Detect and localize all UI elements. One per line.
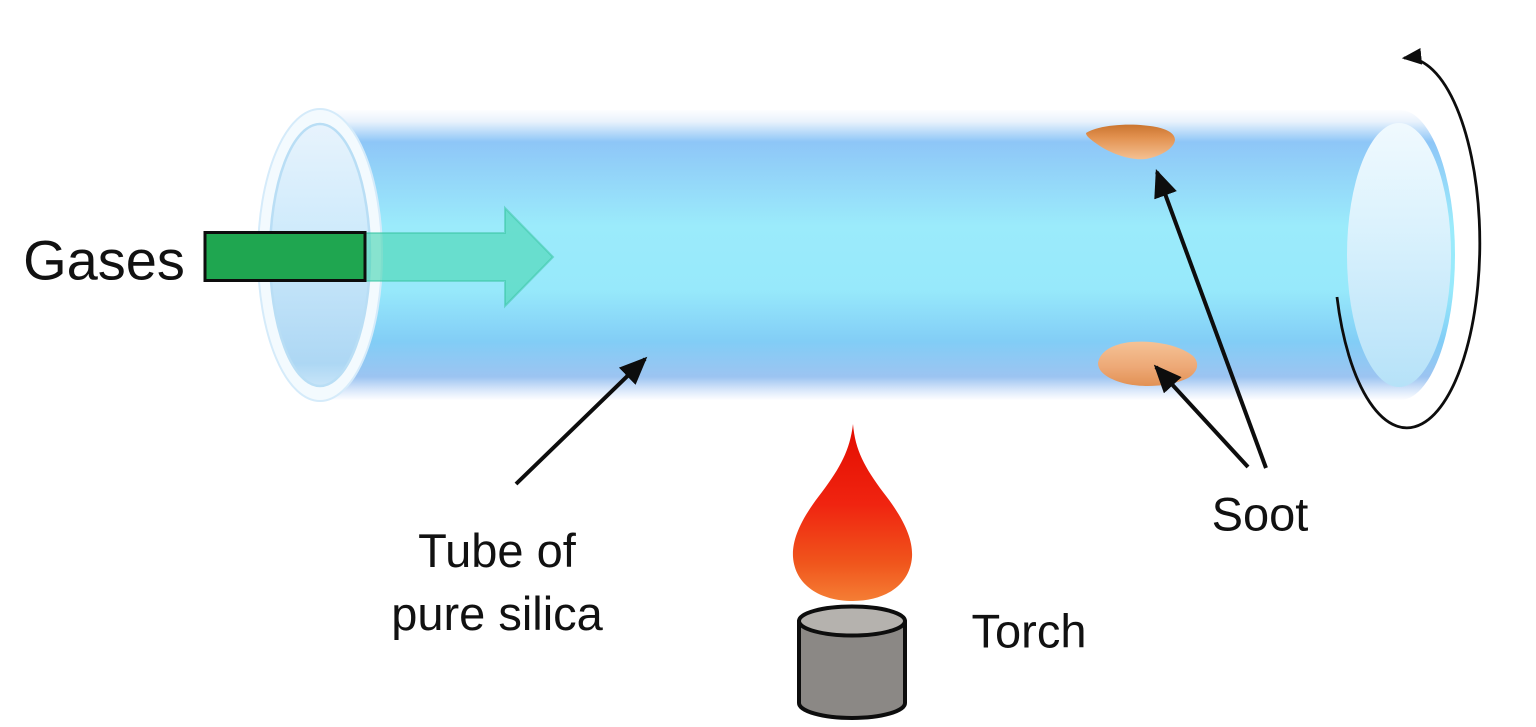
tube-label: Tube of pure silica bbox=[391, 519, 603, 645]
tube-label-line1: Tube of bbox=[418, 524, 576, 577]
rotation-arrow bbox=[1335, 48, 1482, 430]
torch-burner-top bbox=[797, 604, 907, 638]
tube-pointer-arrow bbox=[514, 356, 648, 486]
torch-flame-icon bbox=[792, 424, 913, 601]
soot-label: Soot bbox=[1211, 487, 1309, 541]
soot-pointer-arrow-upper bbox=[1154, 168, 1268, 469]
tube-end-cap bbox=[1347, 123, 1451, 387]
tube-label-line2: pure silica bbox=[391, 587, 603, 640]
gas-flow-arrow bbox=[364, 205, 555, 309]
soot-pointer-arrow-lower bbox=[1153, 364, 1250, 469]
gases-label: Gases bbox=[23, 228, 185, 292]
torch-label: Torch bbox=[971, 604, 1087, 658]
gas-inlet-bar bbox=[203, 231, 367, 282]
torch-burner-body bbox=[797, 619, 907, 720]
soot-deposit-top bbox=[1086, 124, 1175, 160]
